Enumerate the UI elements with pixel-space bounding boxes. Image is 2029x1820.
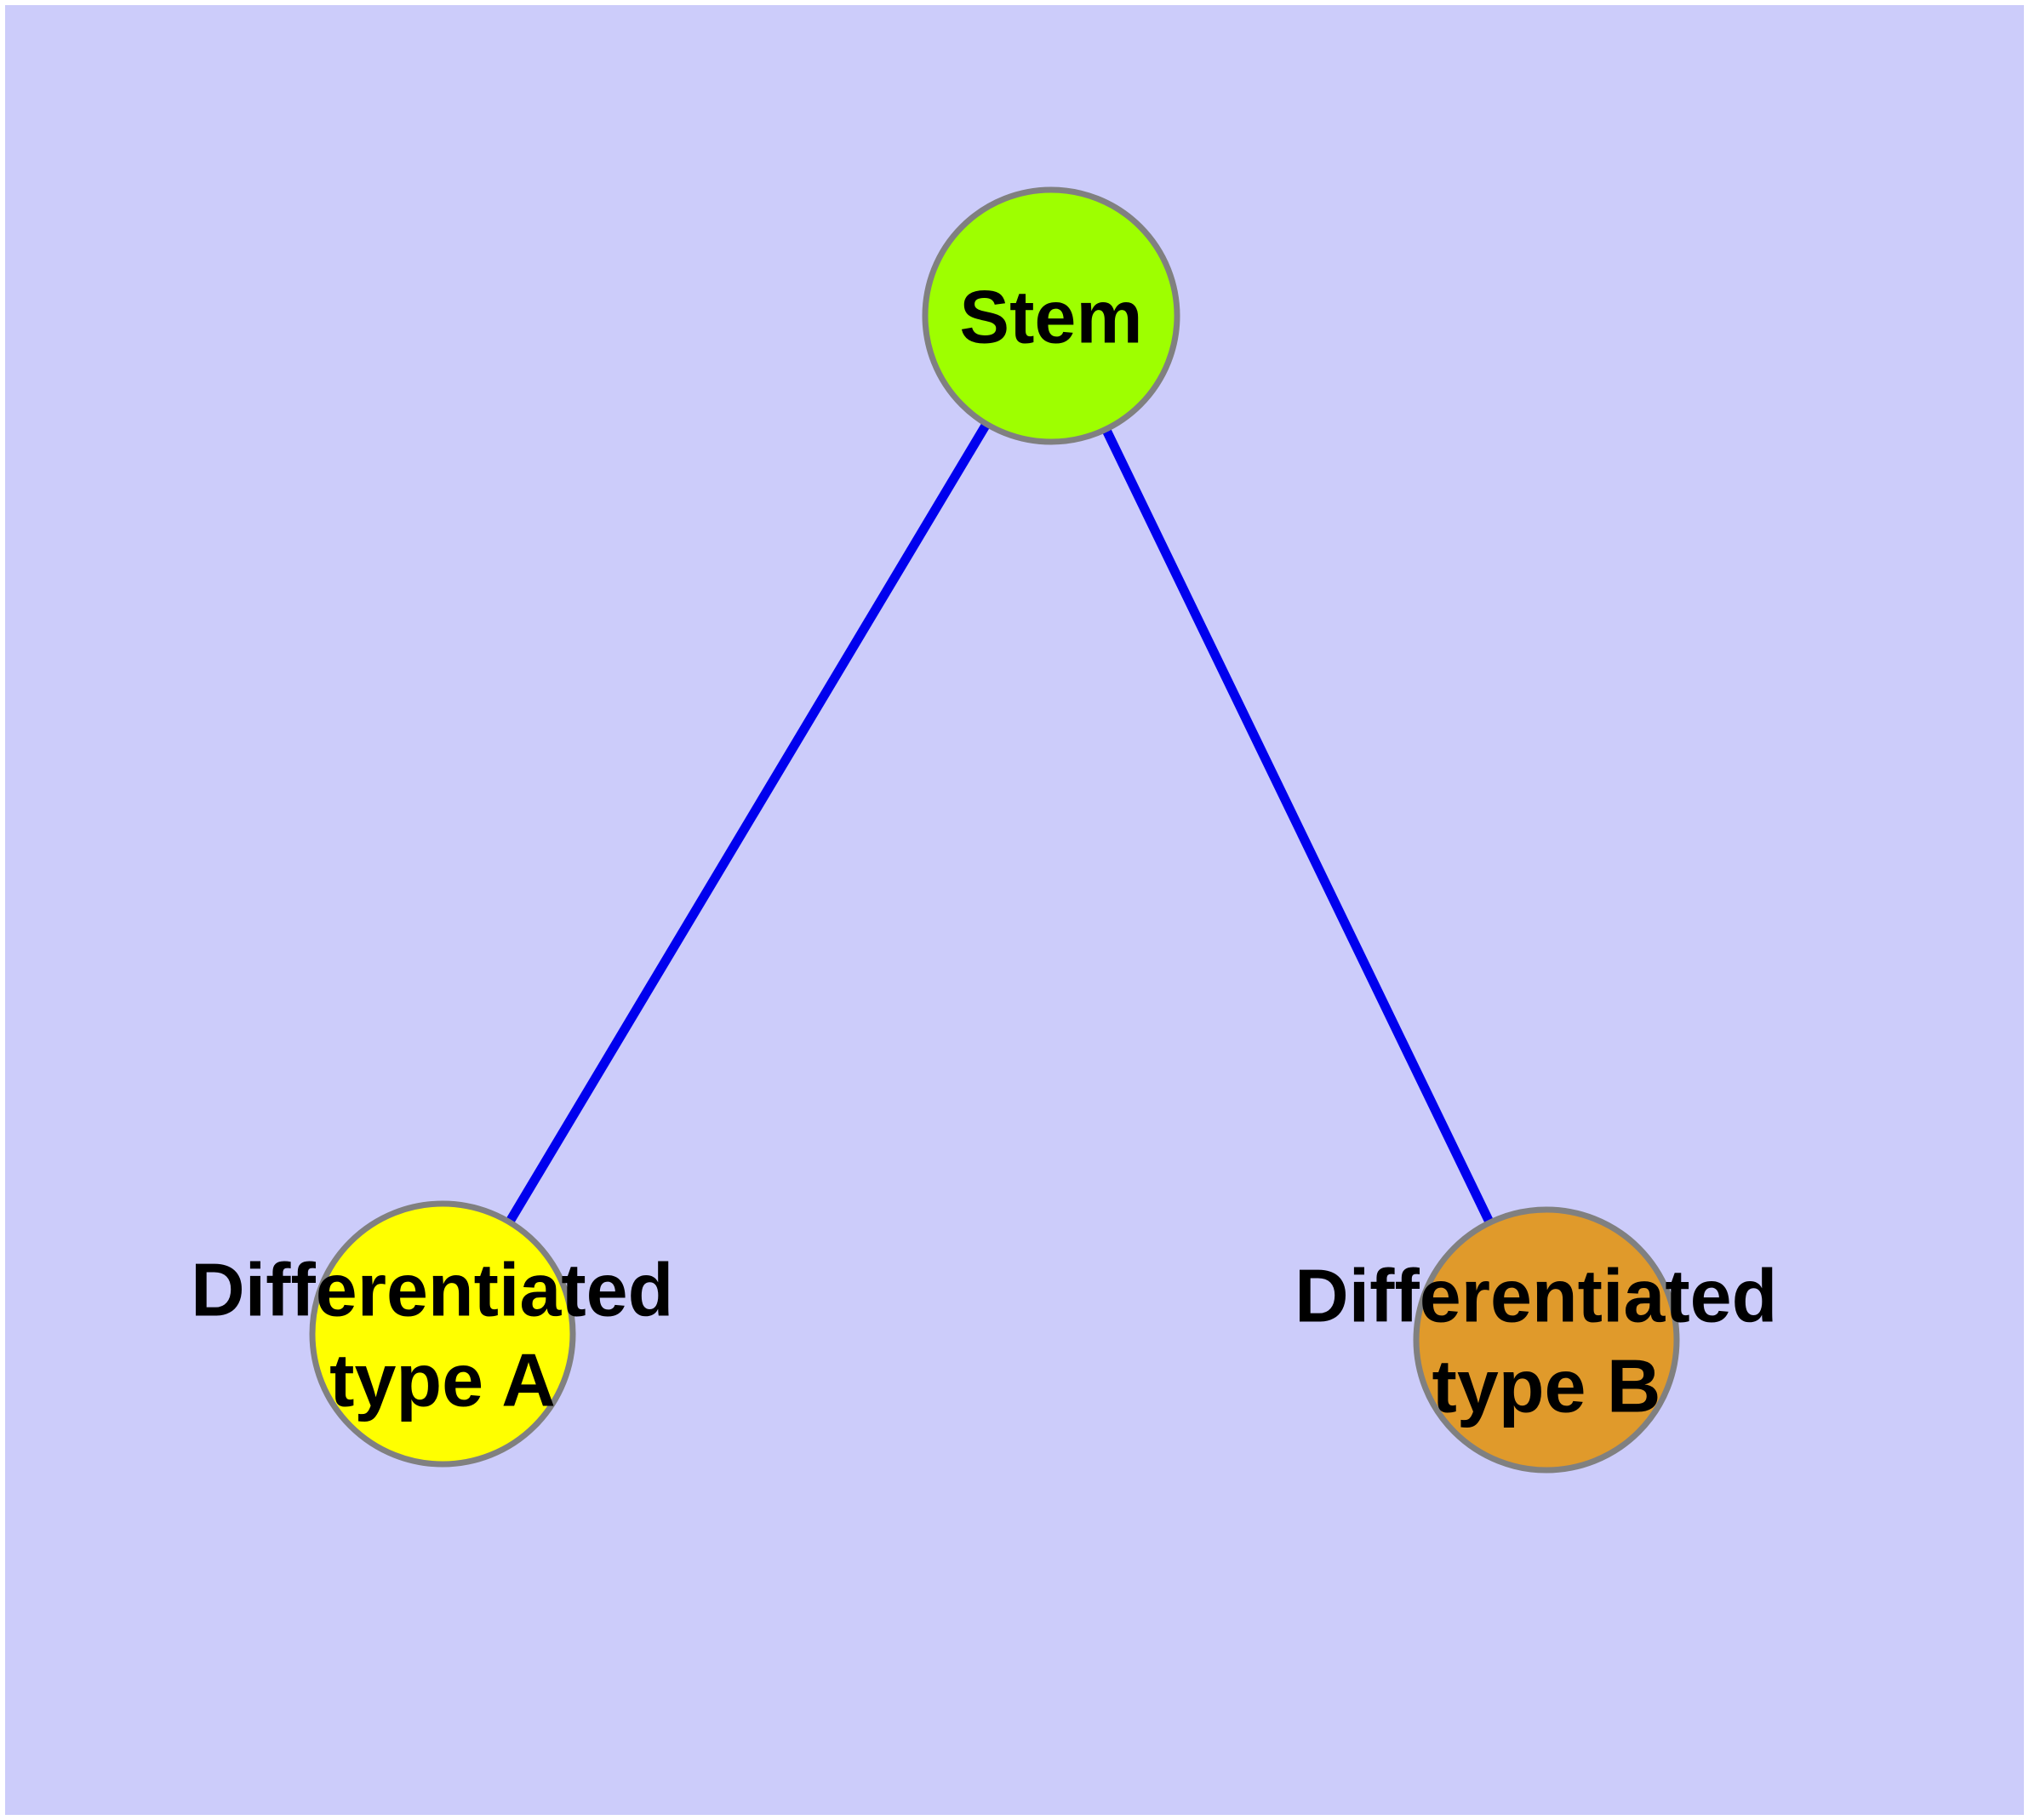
edge-stem-to-differentiated-a[interactable] (438, 313, 1055, 1336)
node-differentiated-a-label: Differentiated type A (191, 1248, 694, 1422)
node-stem-label-line-1: Stem (959, 275, 1142, 359)
edge-layer (438, 313, 1551, 1342)
node-differentiated-a-label-line-1: Differentiated (191, 1248, 673, 1332)
network-graph[interactable]: Stem Differentiated type A Differentiate… (5, 5, 2024, 1815)
node-stem-circle[interactable] (922, 186, 1180, 445)
node-differentiated-b-label-line-1: Differentiated (1295, 1254, 1777, 1338)
node-differentiated-a-label-line-2: type A (329, 1338, 556, 1422)
edge-stem-to-differentiated-b[interactable] (1047, 313, 1551, 1342)
node-layer (309, 186, 1680, 1474)
node-stem-label: Stem (959, 275, 1142, 359)
node-differentiated-b-circle[interactable] (1413, 1206, 1680, 1474)
node-differentiated-b-label-line-2: type B (1432, 1344, 1661, 1428)
label-layer: Stem Differentiated type A Differentiate… (191, 275, 1798, 1428)
node-differentiated-b-label: Differentiated type B (1295, 1254, 1798, 1428)
node-differentiated-a-circle[interactable] (309, 1200, 576, 1468)
diagram-plot-area: Stem Differentiated type A Differentiate… (5, 5, 2024, 1815)
